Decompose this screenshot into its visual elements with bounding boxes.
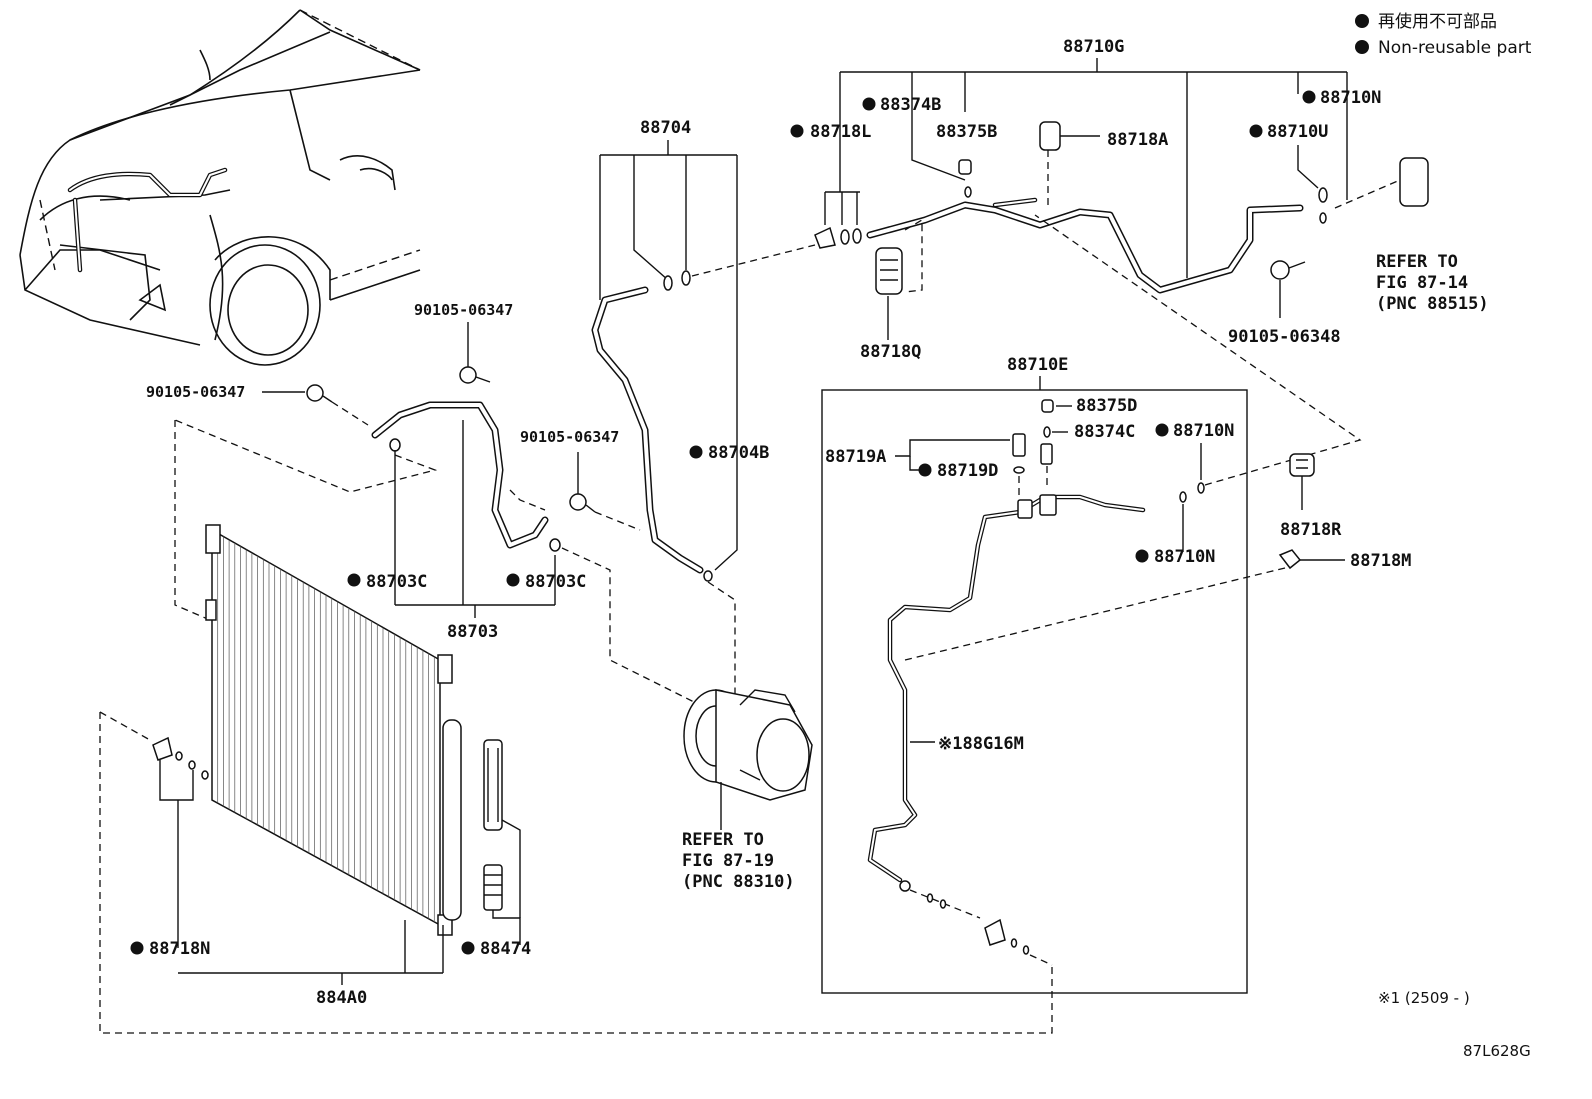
legend: 再使用不可部品 Non-reusable part <box>1355 11 1532 58</box>
label-884A0[interactable]: 884A0 <box>316 988 367 1008</box>
valve-core <box>1040 443 1053 465</box>
label-88718N[interactable]: 88718N <box>149 939 210 959</box>
bolt-90105-06348 <box>1270 260 1290 280</box>
ref-fig8719-line2: FIG 87-19 <box>682 851 774 871</box>
assembly-88704: 88704 88704B <box>591 118 816 710</box>
plug-88474 <box>483 864 503 911</box>
bolt-90105-06347-a <box>459 366 477 384</box>
legend-japanese: 再使用不可部品 <box>1378 11 1497 32</box>
figure-id: 87L628G <box>1463 1042 1531 1060</box>
label-90105-06347-a[interactable]: 90105-06347 <box>414 301 513 319</box>
oring-88704-b <box>681 270 691 286</box>
clamp-88718A <box>1039 121 1061 151</box>
label-88710N-right[interactable]: 88710N <box>1173 421 1234 441</box>
vehicle-illustration <box>19 9 421 366</box>
label-88703C-right[interactable]: 88703C <box>525 572 586 592</box>
ref-fig8719-line3: (PNC 88310) <box>682 872 795 892</box>
label-88718A[interactable]: 88718A <box>1107 130 1168 150</box>
label-90105-06347-c[interactable]: 90105-06347 <box>520 428 619 446</box>
frame-88710E <box>821 389 1248 994</box>
oring-88704B <box>703 570 713 582</box>
ref-fig8719-line1: REFER TO <box>682 830 764 850</box>
assembly-88710E: 88710E 88375D 88374C 88710N 88719A 88719… <box>821 214 1362 994</box>
label-88G16M[interactable]: ※188G16M <box>938 734 1024 754</box>
oring-88718L-a <box>840 229 850 245</box>
clip-lower <box>984 918 1006 946</box>
oring-88710N-right <box>1197 482 1205 494</box>
ref-fig8714-line1: REFER TO <box>1376 252 1458 272</box>
oring-88374B <box>964 186 972 198</box>
label-88375B[interactable]: 88375B <box>936 122 997 142</box>
oring-88374C <box>1043 426 1051 438</box>
pressure-sensor-88719A <box>1012 433 1026 457</box>
footnote: ※1 (2509 - ) <box>1378 989 1470 1007</box>
bolt-90105-06347-c <box>569 493 587 511</box>
label-88703C-left[interactable]: 88703C <box>366 572 427 592</box>
label-88719A[interactable]: 88719A <box>825 447 886 467</box>
label-90105-06347-b[interactable]: 90105-06347 <box>146 383 245 401</box>
oring-88704-a <box>663 275 673 291</box>
label-88374C[interactable]: 88374C <box>1074 422 1135 442</box>
label-88718M[interactable]: 88718M <box>1350 551 1411 571</box>
label-88703[interactable]: 88703 <box>447 622 498 642</box>
oring-88710U <box>1318 187 1328 203</box>
label-88375D[interactable]: 88375D <box>1076 396 1137 416</box>
label-88718R[interactable]: 88718R <box>1280 520 1342 540</box>
label-88719D[interactable]: 88719D <box>937 461 998 481</box>
receiver-ref-88515 <box>1399 157 1429 207</box>
label-88710N-mid[interactable]: 88710N <box>1154 547 1215 567</box>
ref-fig8714-line2: FIG 87-14 <box>1376 273 1468 293</box>
ref-fig8714-line3: (PNC 88515) <box>1376 294 1489 314</box>
assembly-88703: 90105-06347 90105-06347 90105-06347 8870… <box>146 301 701 706</box>
oring-88718L-b <box>852 228 862 244</box>
clamp-88718Q <box>875 247 903 295</box>
label-90105-06348[interactable]: 90105-06348 <box>1228 327 1341 347</box>
cap-88375D <box>1041 399 1054 413</box>
clip-88718L <box>814 226 836 249</box>
label-88374B[interactable]: 88374B <box>880 95 941 115</box>
oring-88703C-left <box>389 438 401 452</box>
assembly-884A0: 88474 88718N 884A0 <box>99 420 1053 1034</box>
condenser-fins <box>217 533 435 922</box>
bolt-90105-06347-b <box>306 384 324 402</box>
oring-88719D <box>1013 466 1025 474</box>
oring-88710N-top <box>1319 212 1327 224</box>
label-88710G[interactable]: 88710G <box>1063 37 1124 57</box>
clamp-88718M <box>1278 549 1302 570</box>
label-88704B[interactable]: 88704B <box>708 443 769 463</box>
label-88718Q[interactable]: 88718Q <box>860 342 921 362</box>
label-88710E[interactable]: 88710E <box>1007 355 1068 375</box>
desiccant-filter <box>483 739 503 831</box>
label-88718L[interactable]: 88718L <box>810 122 871 142</box>
legend-english: Non-reusable part <box>1378 38 1532 58</box>
cap-88375B <box>958 159 972 175</box>
oring-88710N-mid <box>1179 491 1187 503</box>
label-88474[interactable]: 88474 <box>480 939 531 959</box>
label-88710U[interactable]: 88710U <box>1267 122 1328 142</box>
compressor-ref-88310: REFER TO FIG 87-19 (PNC 88310) <box>682 689 813 892</box>
clip-88718N <box>152 736 173 761</box>
label-88710N-top[interactable]: 88710N <box>1320 88 1381 108</box>
label-88704[interactable]: 88704 <box>640 118 691 138</box>
clamps-right: 88718R 88718M <box>1278 453 1411 571</box>
oring-88703C-right <box>549 538 561 552</box>
receiver-tank <box>442 719 462 921</box>
assembly-88710G: 88710G 88374B 88375B 88718L 88718A 88710… <box>790 37 1489 362</box>
clamp-88718R <box>1289 453 1315 477</box>
